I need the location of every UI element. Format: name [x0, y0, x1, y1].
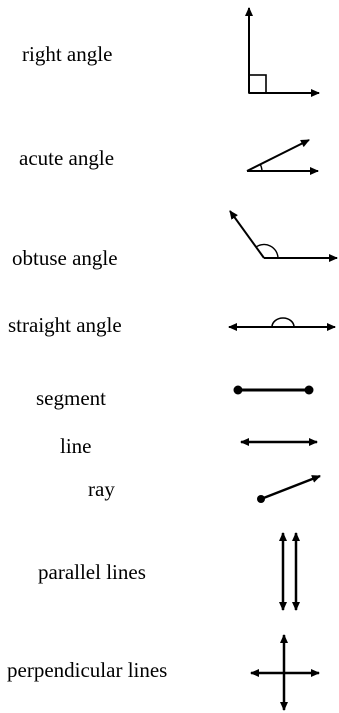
label-straight-angle: straight angle	[8, 313, 122, 337]
label-obtuse-angle: obtuse angle	[12, 246, 118, 270]
label-acute-angle: acute angle	[19, 146, 115, 170]
ray-figure	[257, 474, 321, 503]
acute-angle-figure	[246, 139, 319, 175]
perpendicular-lines-figure	[250, 634, 320, 711]
obtuse-angle-arc	[255, 243, 279, 259]
straight-angle-arc	[271, 317, 295, 328]
segment-endpoint-left	[233, 385, 243, 395]
right-angle-figure	[245, 7, 320, 97]
right-angle-mark	[248, 74, 267, 94]
obtuse-angle-figure	[229, 210, 338, 262]
acute-angle-arc	[259, 163, 263, 172]
label-segment: segment	[36, 386, 106, 410]
label-parallel-lines: parallel lines	[38, 560, 146, 584]
straight-angle-figure	[228, 317, 336, 331]
label-right-angle: right angle	[22, 42, 113, 66]
label-line: line	[60, 434, 92, 458]
parallel-lines-figure	[279, 532, 300, 611]
label-ray: ray	[88, 477, 115, 501]
ray-endpoint	[257, 495, 265, 503]
segment-figure	[233, 385, 314, 395]
label-perpendicular-lines: perpendicular lines	[7, 658, 168, 682]
segment-endpoint-right	[304, 385, 314, 395]
